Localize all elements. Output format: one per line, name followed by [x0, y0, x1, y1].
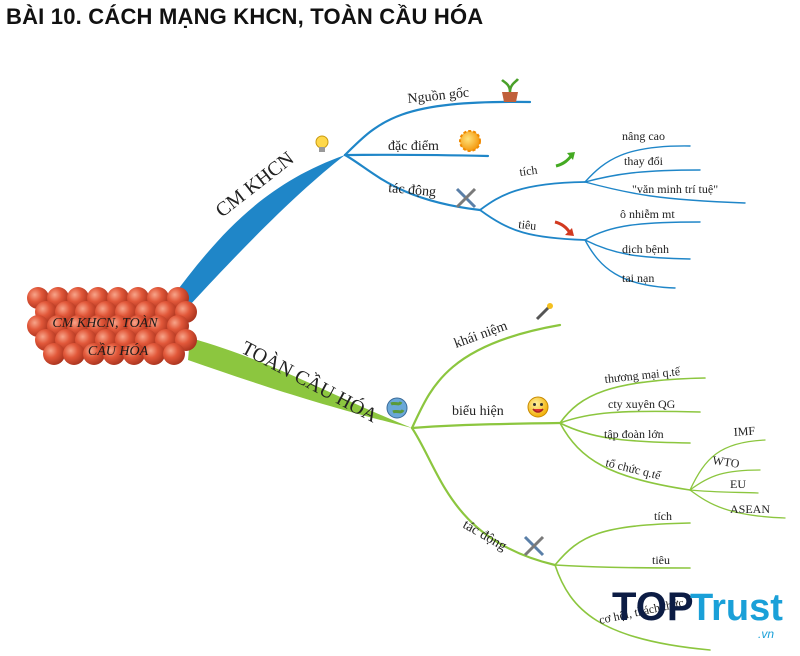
red-arrow-down-icon: [554, 220, 574, 236]
svg-text:TOP: TOP: [612, 585, 694, 629]
tieu-khcn-label: tiêu: [518, 217, 537, 233]
tools-icon: [455, 187, 477, 209]
tieu-item-3: tai nạn: [622, 271, 654, 285]
globe-icon: [386, 397, 408, 419]
center-ball: [123, 343, 145, 365]
tieu-item-1: ô nhiễm mt: [620, 207, 675, 221]
svg-text:Trust: Trust: [690, 587, 783, 629]
sun-icon: [459, 130, 481, 152]
center-ball: [163, 343, 185, 365]
to-chuc-item-3: EU: [730, 477, 746, 491]
center-node: [27, 287, 197, 365]
to-chuc-item-1: IMF: [733, 424, 756, 439]
magic-wand-icon: [535, 303, 553, 321]
svg-text:.vn: .vn: [758, 627, 774, 641]
center-ball: [143, 343, 165, 365]
center-ball: [103, 343, 125, 365]
tac-dong-tch-label: tác động: [460, 517, 509, 554]
tieu-item-2: dịch bệnh: [622, 242, 669, 256]
bieu-hien-item-3: tập đoàn lớn: [604, 427, 664, 441]
watermark-logo: TOP Trust .vn: [612, 585, 783, 641]
tich-item-2: thay đổi: [624, 154, 664, 168]
center-ball: [43, 343, 65, 365]
to-chuc-item-2: WTO: [712, 453, 741, 471]
to-chuc-item-4: ASEAN: [730, 502, 770, 516]
tac-dong-item-2: tiêu: [652, 553, 670, 567]
tich-item-3: "văn minh trí tuệ": [632, 182, 718, 196]
nguon-goc-label: Nguồn gốc: [407, 86, 470, 107]
green-arrow-up-icon: [555, 152, 575, 168]
khai-niem-label: khái niệm: [452, 319, 509, 352]
center-ball: [63, 343, 85, 365]
bieu-hien-label: biểu hiện: [452, 404, 504, 419]
lightbulb-icon: [315, 135, 329, 152]
smiley-icon: [527, 396, 549, 418]
plant-pot-icon: [501, 78, 520, 102]
dac-diem-label: đặc điểm: [388, 139, 439, 154]
center-line-2: CẦU HÓA: [88, 342, 149, 359]
center-ball: [83, 343, 105, 365]
tac-dong-item-1: tích: [654, 509, 672, 523]
tac-dong-khcn-label: tác động: [388, 181, 437, 200]
bieu-hien-item-2: cty xuyên QG: [608, 397, 676, 411]
tich-khcn-label: tích: [518, 163, 538, 179]
center-line-1: CM KHCN, TOÀN: [52, 314, 158, 331]
tools-icon: [523, 535, 545, 557]
branch-toan-cau-hoa: [188, 323, 786, 651]
branch-cm-khcn: [170, 100, 746, 305]
page-title: BÀI 10. CÁCH MẠNG KHCN, TOÀN CẦU HÓA: [6, 4, 484, 29]
tich-item-1: nâng cao: [622, 129, 665, 143]
